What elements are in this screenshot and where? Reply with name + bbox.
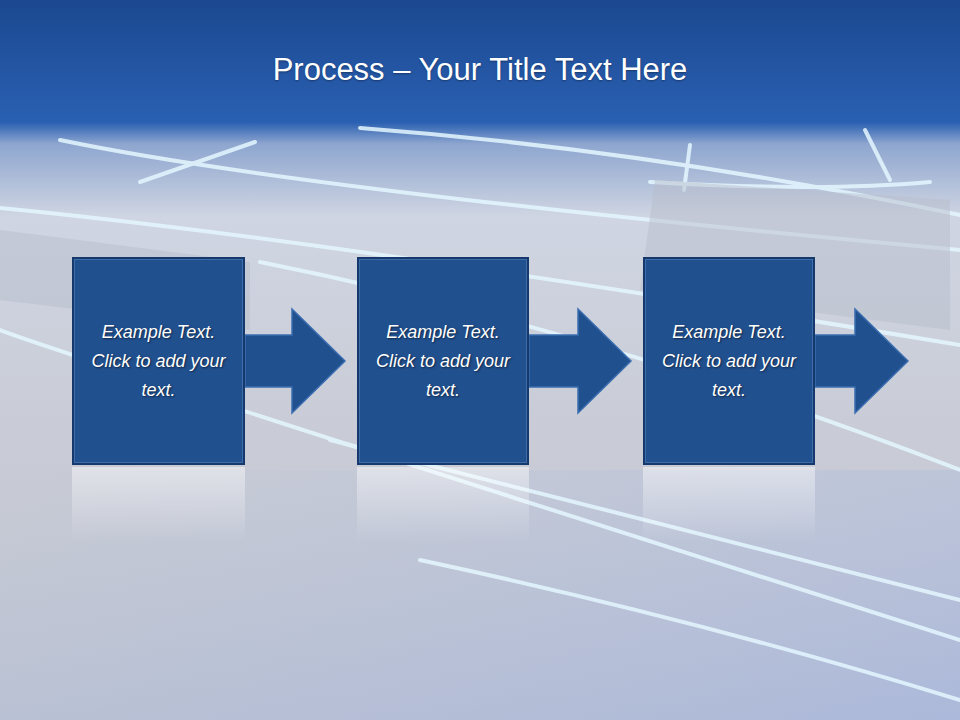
process-arrow: [245, 309, 345, 413]
maze-lines: [0, 128, 960, 700]
reflections: [72, 467, 815, 542]
slide-title: Process – Your Title Text Here: [0, 52, 960, 88]
trailing-arrow: [815, 309, 908, 413]
process-box: Example Text. Click to add your text.: [643, 257, 815, 465]
box-text: Example Text. Click to add your text.: [376, 318, 511, 405]
box-text: Example Text. Click to add your text.: [662, 318, 797, 405]
process-box: Example Text. Click to add your text.: [72, 257, 245, 465]
box-text: Example Text. Click to add your text.: [91, 318, 226, 405]
process-arrow: [529, 309, 631, 413]
process-box: Example Text. Click to add your text.: [357, 257, 529, 465]
